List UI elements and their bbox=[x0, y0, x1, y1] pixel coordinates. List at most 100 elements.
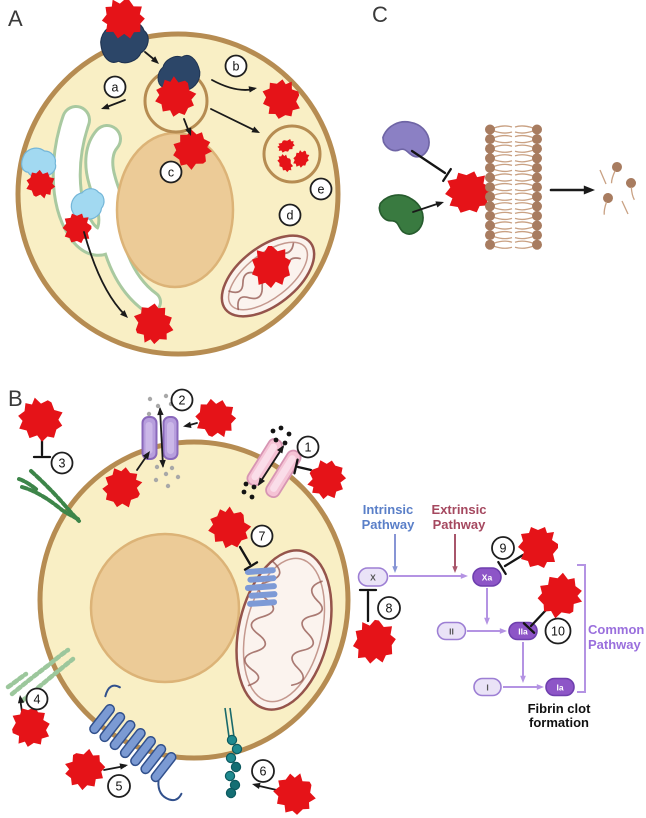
factor-xa-label: Xa bbox=[482, 573, 493, 583]
gpcr-helix bbox=[109, 719, 136, 751]
step-label-3: 3 bbox=[50, 451, 74, 475]
ion-dot-icon bbox=[241, 489, 247, 495]
step-circle bbox=[25, 687, 49, 711]
step-letter: c bbox=[168, 166, 174, 180]
step-circle bbox=[377, 596, 401, 620]
channel-highlight bbox=[145, 422, 153, 454]
channel-highlight bbox=[167, 422, 174, 454]
ion-dot-icon bbox=[163, 471, 169, 477]
coagulation-cascade: Intrinsic Pathway Extrinsic Pathway X Xa… bbox=[350, 502, 644, 730]
step-letter: d bbox=[287, 209, 294, 223]
inhibition-line-9 bbox=[503, 553, 525, 568]
step-label-7: 7 bbox=[250, 524, 274, 548]
step-label-e: e bbox=[309, 177, 333, 201]
gpcr-helix bbox=[140, 743, 167, 775]
mito-outer-membrane bbox=[235, 549, 333, 711]
step-label-6: 6 bbox=[251, 759, 275, 783]
step-circle bbox=[278, 203, 302, 227]
inhibition-bar-icon bbox=[293, 458, 299, 475]
extrinsic-pathway-label: Extrinsic bbox=[432, 502, 487, 517]
fibrin-clot-label: formation bbox=[529, 715, 589, 730]
step-number: 6 bbox=[260, 765, 267, 779]
factor-ii-label: II bbox=[449, 627, 454, 637]
filament-strand bbox=[29, 469, 81, 523]
er-lumen-lower bbox=[101, 221, 159, 311]
step-number: 10 bbox=[551, 625, 565, 639]
ion-dot-icon bbox=[278, 425, 284, 431]
mito-inner-membrane bbox=[227, 241, 309, 311]
ion-dot-icon bbox=[155, 403, 161, 409]
step-number: 2 bbox=[179, 394, 186, 408]
stack-bar-icon bbox=[248, 591, 278, 599]
factor-ia-label: Ia bbox=[556, 683, 563, 693]
step-number: 3 bbox=[59, 457, 66, 471]
panel-c-label: C bbox=[372, 2, 388, 27]
gpcr-receptor bbox=[89, 684, 183, 802]
extrinsic-pathway-label: Pathway bbox=[433, 517, 487, 532]
step-label-2: 2 bbox=[170, 388, 194, 412]
common-pathway-bracket bbox=[577, 564, 586, 693]
panel-c: C bbox=[372, 2, 642, 251]
step-letter: b bbox=[233, 60, 240, 74]
ion-dot-icon bbox=[169, 465, 175, 471]
arrow-channel1-flux bbox=[258, 446, 284, 485]
channel-highlight bbox=[270, 455, 296, 492]
filament-strand bbox=[17, 477, 39, 492]
vesicle-circle bbox=[262, 124, 322, 184]
mito-inner-membrane bbox=[242, 557, 326, 703]
inhibition-line-purple bbox=[410, 149, 447, 175]
step-circle bbox=[544, 617, 572, 645]
stack-bar-icon bbox=[247, 599, 278, 607]
ion-channel-purple bbox=[141, 416, 179, 460]
inhibition-line-10 bbox=[529, 608, 548, 628]
channel-highlight bbox=[251, 443, 278, 481]
stack-bar-icon bbox=[247, 575, 277, 583]
factor-i-label: I bbox=[486, 683, 488, 693]
step-circle bbox=[50, 451, 74, 475]
stack-bar-icon bbox=[244, 583, 277, 591]
receptor-bead-icon bbox=[225, 752, 237, 764]
panel-b-label: B bbox=[8, 386, 23, 411]
panel-a: A bbox=[8, 0, 341, 357]
ion-dot-icon bbox=[153, 477, 159, 483]
mitochondrion bbox=[235, 549, 333, 711]
receptor-bead-icon bbox=[230, 761, 242, 773]
gpcr-helix bbox=[119, 727, 146, 759]
step-letter: a bbox=[112, 81, 119, 95]
factor-ia-pill bbox=[545, 677, 575, 697]
ion-channel-pink bbox=[246, 437, 302, 499]
intrinsic-pathway-label: Intrinsic bbox=[363, 502, 414, 517]
stack-bar-icon bbox=[244, 567, 276, 575]
step-label-a: a bbox=[103, 75, 127, 99]
receptor-bead-icon bbox=[225, 787, 237, 799]
lipid-tail-icon bbox=[599, 169, 607, 185]
step-number: 5 bbox=[116, 780, 123, 794]
inhibition-line-7 bbox=[238, 545, 252, 566]
step-circle bbox=[491, 536, 515, 560]
receptor-stalk bbox=[229, 707, 235, 738]
mito-cristae bbox=[244, 560, 281, 687]
gpcr-helix bbox=[89, 703, 116, 735]
inhibition-bar-icon bbox=[522, 622, 536, 634]
common-pathway-label: Pathway bbox=[588, 637, 642, 652]
protein-stack bbox=[244, 567, 278, 607]
receptor-bead-icon bbox=[224, 770, 236, 782]
factor-i-pill bbox=[473, 677, 502, 697]
inhibition-bar-icon bbox=[442, 167, 452, 183]
ion-dot-icon bbox=[147, 396, 153, 402]
gpcr-helix bbox=[130, 735, 157, 767]
step-label-d: d bbox=[278, 203, 302, 227]
step-number: 9 bbox=[500, 542, 507, 556]
step-circle bbox=[103, 75, 127, 99]
step-label-4: 4 bbox=[25, 687, 49, 711]
nucleus bbox=[89, 532, 241, 684]
inhibition-line-1 bbox=[296, 465, 313, 472]
step-letter: e bbox=[318, 183, 325, 197]
glycan-filaments-dark bbox=[17, 469, 81, 523]
dispersed-lipids bbox=[599, 160, 642, 217]
step-circle bbox=[159, 160, 183, 184]
step-number: 4 bbox=[34, 693, 41, 707]
ion-dot-icon bbox=[249, 494, 255, 500]
